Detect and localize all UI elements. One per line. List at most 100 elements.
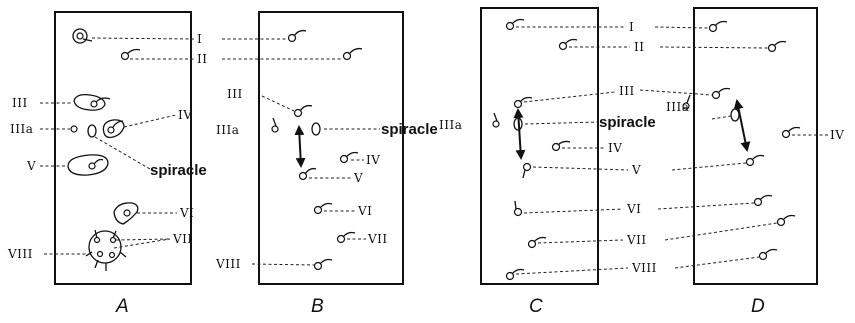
- panel-b-frame: [258, 11, 404, 285]
- panel-b-seta-ii: [342, 47, 363, 61]
- panel-a-letter: A: [115, 296, 129, 317]
- panel-a-leader-vii: [115, 238, 171, 241]
- panel-c-label-vi: VI: [626, 202, 641, 216]
- panel-b-label-v: V: [353, 171, 363, 185]
- panel-b-seta-iv: [339, 151, 359, 164]
- panel-c-seta-iv: [551, 140, 571, 152]
- panel-c: [480, 7, 630, 285]
- panel-a-frame: [54, 11, 192, 285]
- panel-a-label-iiia: IIIa: [10, 122, 33, 136]
- panel-a-seta-vii-viii-cluster: [85, 229, 127, 271]
- panel-c-label-iiia: IIIa: [439, 118, 462, 132]
- panel-b-seta-vi: [313, 202, 333, 215]
- panel-c-seta-i: [505, 18, 525, 31]
- panel-a-seta-v: [67, 154, 109, 176]
- panel-c-letter: C: [529, 296, 543, 317]
- panel-d-leader-ii: [659, 46, 769, 49]
- panel-d-seta-vi: [753, 194, 773, 207]
- panel-b-spiracle: [311, 122, 321, 136]
- panel-a-leader-iv: [123, 114, 177, 128]
- panel-d-leader-viii: [674, 256, 760, 269]
- panel-c-seta-iii: [513, 96, 533, 109]
- panel-c-label-viii: VIII: [631, 261, 657, 275]
- panel-b: [222, 11, 404, 285]
- panel-d-label-iiia: IIIa: [666, 100, 689, 114]
- panel-d-leader-vi: [657, 202, 755, 210]
- panel-c-label-v: V: [631, 163, 641, 177]
- panel-c-label-ii: II: [634, 40, 644, 54]
- panel-c-label-i: I: [629, 20, 634, 34]
- panel-d-label-iv: IV: [830, 128, 844, 142]
- panel-c-seta-vii: [527, 236, 547, 249]
- panel-a-seta-iii: [73, 93, 111, 111]
- panel-a-seta-iv: [102, 119, 125, 139]
- panel-b-leader-iii: [261, 95, 295, 112]
- panel-a-label-ii: II: [197, 52, 207, 66]
- panel-d-seta-iiia: [682, 94, 691, 110]
- panel-a-seta-vi: [113, 202, 139, 225]
- panel-c-seta-iiia: [492, 112, 500, 128]
- panel-a-label-vii: VII: [172, 232, 193, 246]
- panel-a-leader-i: [91, 37, 195, 40]
- panel-b-label-vii: VII: [367, 232, 388, 246]
- panel-a-label-spiracle: spiracle: [150, 162, 207, 179]
- panel-c-seta-ii: [558, 38, 578, 51]
- panel-c-leader-vii: [537, 239, 624, 244]
- panel-b-seta-iiia: [271, 117, 279, 133]
- panel-c-leader-iii: [523, 91, 616, 103]
- panel-a-label-v: V: [26, 159, 36, 173]
- panel-a-label-i: I: [197, 32, 202, 46]
- panel-a-seta-iiia: [70, 125, 78, 133]
- panel-c-seta-viii: [505, 268, 525, 281]
- panel-c-leader-v: [532, 166, 629, 171]
- panel-a-leader-spiracle: [94, 136, 151, 170]
- panel-a: [40, 11, 195, 285]
- panel-a-leader-vii-b: [113, 238, 171, 249]
- panel-a-seta-i: [72, 28, 93, 44]
- panel-b-leader-viii: [251, 263, 315, 266]
- panel-b-seta-v: [298, 167, 317, 181]
- panel-a-label-iii: III: [12, 96, 28, 110]
- panel-b-seta-vii: [336, 231, 356, 244]
- panel-d-seta-viii: [758, 248, 778, 261]
- panel-d-seta-v: [745, 154, 765, 167]
- panel-a-label-viii: VIII: [7, 247, 33, 261]
- panel-d-leader-iii: [639, 89, 713, 96]
- panel-c-seta-vi: [513, 200, 523, 217]
- panel-d-leader-v: [671, 162, 747, 171]
- panel-b-label-vi: VI: [357, 204, 372, 218]
- panel-d: [639, 7, 829, 285]
- panel-d-seta-iii: [711, 87, 731, 100]
- panel-d-seta-vii: [776, 214, 796, 227]
- panel-b-seta-i: [287, 29, 307, 43]
- panel-d-spiracle: [730, 108, 740, 122]
- panel-b-seta-viii: [313, 258, 333, 271]
- panel-d-letter: D: [751, 296, 765, 317]
- panel-b-label-iiia: IIIa: [216, 123, 239, 137]
- panel-a-spiracle: [87, 124, 97, 138]
- panel-c-seta-v: [522, 162, 532, 179]
- panel-c-label-vii: VII: [626, 233, 647, 247]
- panel-d-leader-i: [654, 26, 710, 29]
- panel-d-seta-i: [708, 20, 728, 33]
- panel-b-label-iii: III: [227, 87, 243, 101]
- panel-b-label-iv: IV: [366, 153, 380, 167]
- panel-c-leader-spiracle: [524, 121, 599, 125]
- panel-c-label-spiracle: spiracle: [599, 114, 656, 131]
- panel-c-frame: [480, 7, 599, 285]
- panel-c-arrow: [513, 108, 526, 160]
- panel-c-leader-vi: [523, 208, 624, 214]
- panel-a-label-iv: IV: [178, 108, 192, 122]
- panel-a-seta-ii: [120, 48, 141, 61]
- panel-d-leader-spiracle: [711, 115, 732, 120]
- panel-b-arrow: [294, 125, 306, 168]
- panel-d-seta-ii: [767, 40, 787, 53]
- panel-b-label-viii: VIII: [215, 257, 241, 271]
- panel-c-leader-viii: [515, 267, 629, 275]
- panel-d-seta-iv: [781, 126, 801, 139]
- panel-b-letter: B: [311, 296, 324, 317]
- panel-d-leader-vii: [664, 222, 778, 241]
- panel-c-label-iv: IV: [608, 141, 622, 155]
- panel-a-label-vi: VI: [179, 206, 194, 220]
